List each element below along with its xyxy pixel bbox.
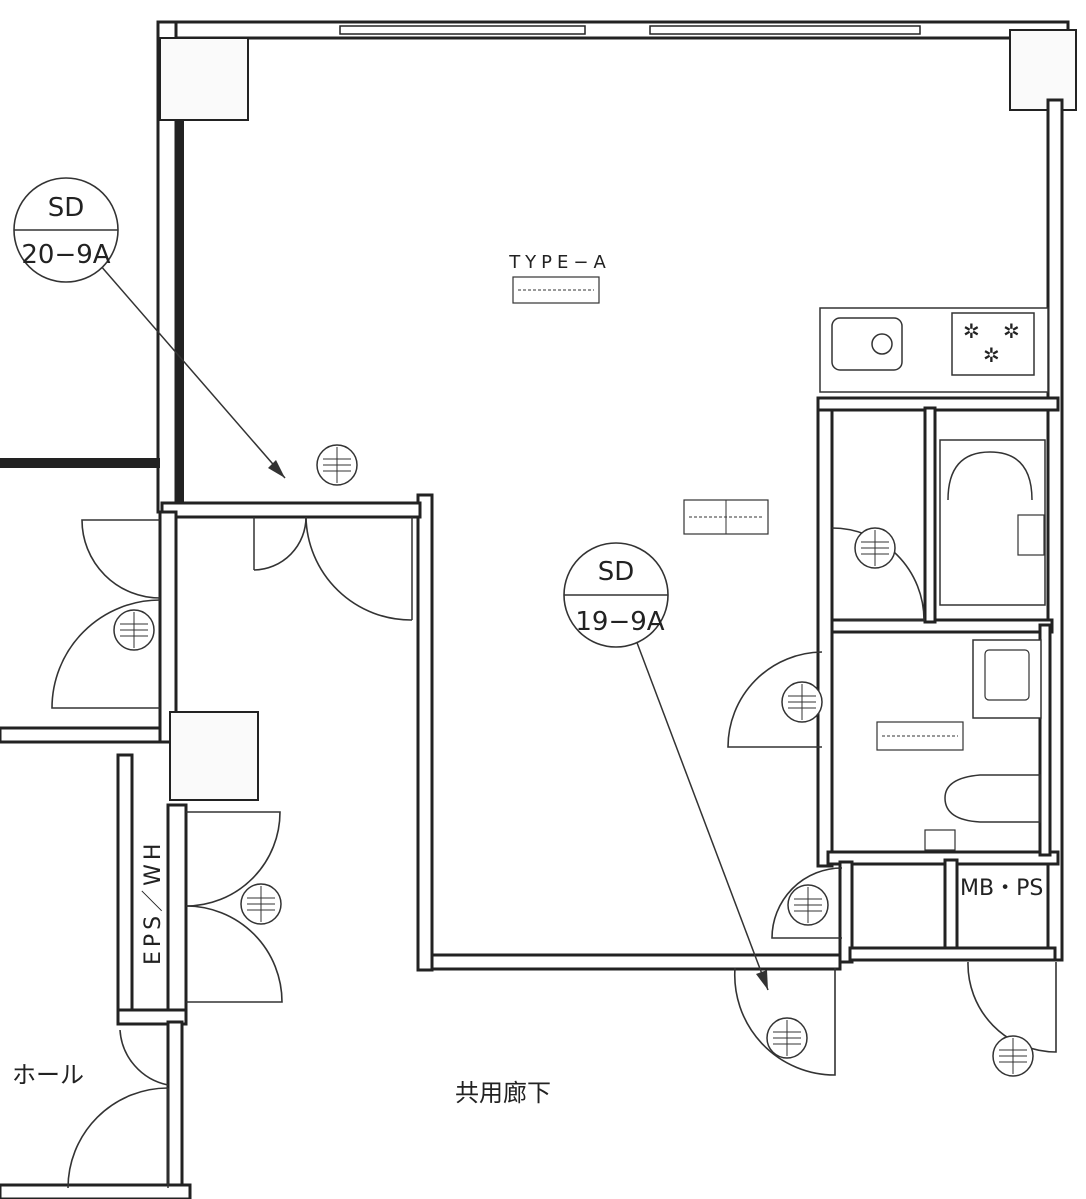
mb-ps-label: MB・PS [960, 876, 1043, 901]
eps-wh-label: EPS／WH [141, 840, 166, 965]
exterior-walls [156, 20, 1077, 972]
kitchen-counter: ✲ ✲ ✲ [819, 307, 1049, 393]
section-marker-sd-19-9a: SD 19−9A [563, 542, 669, 648]
marker-1-top: SD [48, 193, 85, 223]
gas-stove [951, 312, 1035, 376]
section-marker-sd-20-9a: SD 20−9A [13, 177, 119, 283]
svg-text:✲: ✲ [983, 343, 1000, 367]
door-swings [51, 516, 1057, 1189]
marker-2-top: SD [598, 557, 635, 587]
neighbour-walls [0, 458, 259, 1199]
wet-area-walls [816, 396, 1060, 964]
annotation-boxes [512, 276, 964, 751]
hall-label: ホール [12, 1061, 84, 1089]
svg-text:✲: ✲ [1003, 319, 1020, 343]
section-leaders [99, 264, 769, 991]
kitchen-sink [831, 317, 903, 371]
svg-text:✲: ✲ [963, 319, 980, 343]
unit-type-label: TYPE−A [508, 252, 611, 273]
marker-1-bottom: 20−9A [21, 240, 110, 270]
marker-2-bottom: 19−9A [575, 607, 664, 637]
door-tags [113, 444, 1034, 1077]
corridor-label: 共用廊下 [455, 1079, 551, 1107]
bathroom-fixtures [924, 439, 1046, 851]
